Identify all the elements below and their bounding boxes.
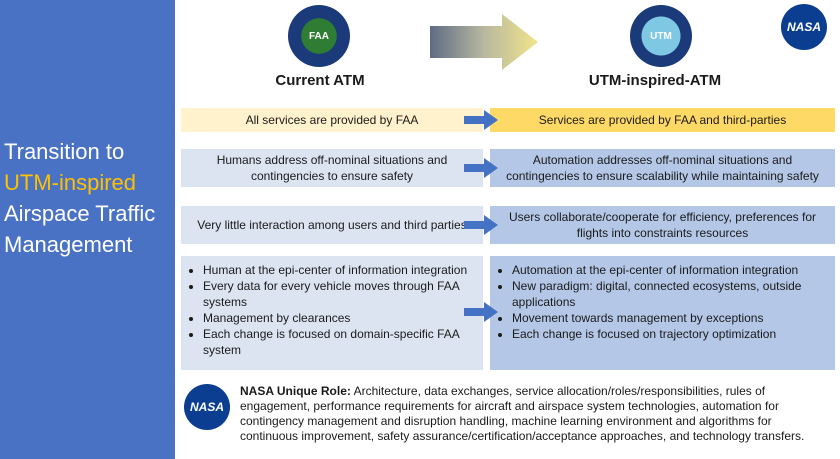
nasa-logo-text: NASA bbox=[786, 20, 821, 34]
current-list: Human at the epi-center of information i… bbox=[189, 262, 475, 358]
row-4-current-list: Human at the epi-center of information i… bbox=[181, 256, 483, 370]
list-item: Management by clearances bbox=[203, 310, 475, 326]
utm-logo: UTM bbox=[630, 5, 692, 67]
row-1-utm: Services are provided by FAA and third-p… bbox=[490, 108, 835, 132]
list-item: Each change is focused on domain-specifi… bbox=[203, 326, 475, 358]
row-2-arrow-icon bbox=[464, 158, 498, 178]
row-1-current: All services are provided by FAA bbox=[181, 108, 483, 132]
nasa-role-body: Architecture, data exchanges, service al… bbox=[240, 384, 805, 443]
sidebar-title: Transition to UTM-inspired Airspace Traf… bbox=[4, 136, 174, 260]
transition-arrow-icon bbox=[430, 14, 538, 70]
utm-list: Automation at the epi-center of informat… bbox=[498, 262, 827, 342]
nasa-role-label: NASA Unique Role: bbox=[240, 384, 351, 398]
utm-atm-header: UTM-inspired-ATM bbox=[588, 72, 722, 89]
row-2-current: Humans address off-nominal situations an… bbox=[181, 149, 483, 187]
nasa-role-text: NASA Unique Role: Architecture, data exc… bbox=[240, 384, 832, 444]
row-3-arrow-icon bbox=[464, 215, 498, 235]
current-atm-header: Current ATM bbox=[275, 72, 365, 89]
title-highlight: UTM-inspired bbox=[4, 170, 137, 195]
row-1-arrow-icon bbox=[464, 110, 498, 130]
nasa-logo-small-text: NASA bbox=[189, 400, 224, 414]
nasa-logo-small: NASA bbox=[184, 384, 230, 430]
title-line-4: Management bbox=[4, 232, 133, 257]
title-line-1: Transition to bbox=[4, 139, 125, 164]
nasa-logo: NASA bbox=[781, 4, 827, 50]
list-item: Every data for every vehicle moves throu… bbox=[203, 278, 475, 310]
utm-logo-text: UTM bbox=[650, 30, 672, 42]
faa-logo-text: FAA bbox=[309, 30, 329, 42]
row-3-utm: Users collaborate/cooperate for efficien… bbox=[490, 206, 835, 244]
list-item: Automation at the epi-center of informat… bbox=[512, 262, 827, 278]
row-4-arrow-icon bbox=[464, 302, 498, 322]
title-line-3: Airspace Traffic bbox=[4, 201, 156, 226]
row-3-current: Very little interaction among users and … bbox=[181, 206, 483, 244]
list-item: Human at the epi-center of information i… bbox=[203, 262, 475, 278]
faa-logo: FAA bbox=[288, 5, 350, 67]
row-2-utm: Automation addresses off-nominal situati… bbox=[490, 149, 835, 187]
list-item: Each change is focused on trajectory opt… bbox=[512, 326, 827, 342]
list-item: Movement towards management by exception… bbox=[512, 310, 827, 326]
sidebar: Transition to UTM-inspired Airspace Traf… bbox=[0, 0, 175, 459]
row-4-utm-list: Automation at the epi-center of informat… bbox=[490, 256, 835, 370]
list-item: New paradigm: digital, connected ecosyst… bbox=[512, 278, 827, 310]
